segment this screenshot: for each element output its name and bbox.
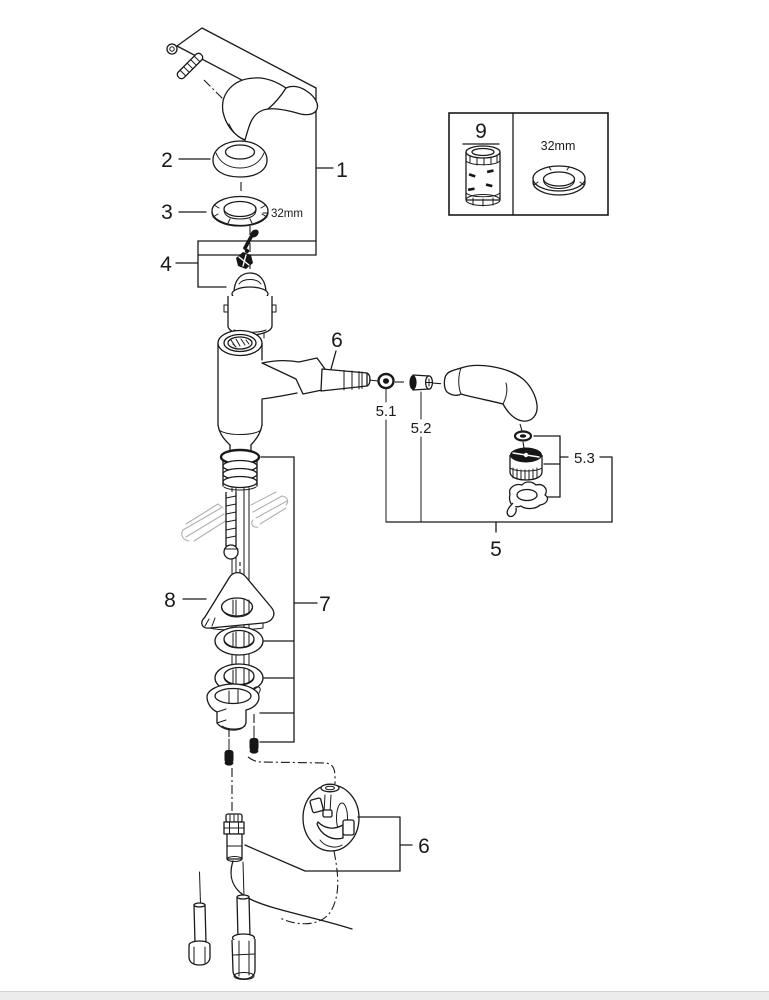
supply-hose-left <box>188 871 211 966</box>
callout-6-spout: 6 <box>330 329 343 370</box>
callout-6-spout-label: 6 <box>331 329 343 352</box>
check-valve-5-2: 5.2 <box>395 374 434 523</box>
aerator-oring <box>513 423 533 442</box>
aerator-retainer <box>506 481 549 518</box>
aerator-insert <box>509 441 543 481</box>
box-ring-size-label: 32mm <box>541 139 576 153</box>
mounting-ring-32mm: 3 32mm <box>161 195 303 227</box>
hose-connector <box>223 813 245 862</box>
lever-handle <box>221 77 319 141</box>
mounting-bracket-triangle: 8 <box>164 571 275 631</box>
callout-6-hose-label: 6 <box>418 835 430 858</box>
spout-arm <box>261 357 371 400</box>
cartridge-joint <box>236 248 253 269</box>
washer-upper <box>214 626 264 656</box>
fixing-screws <box>224 714 259 766</box>
callout-5-3-bracket: 5.3 <box>533 435 613 523</box>
pullout-spray-head <box>431 364 538 422</box>
callout-6-hose-bracket: 6 <box>244 816 430 872</box>
callout-9-label: 9 <box>475 120 487 143</box>
callout-5-label: 5 <box>490 538 502 561</box>
hose-ball-coupling <box>302 783 360 852</box>
threaded-rod <box>223 492 241 576</box>
callout-7-bracket: 7 <box>259 456 331 743</box>
threaded-shank <box>219 448 261 491</box>
callout-5-2-label: 5.2 <box>411 420 432 437</box>
clamp-ring <box>206 683 261 731</box>
callout-8-label: 8 <box>164 589 176 612</box>
callout-2-label: 2 <box>161 149 173 172</box>
cap-ring: 2 <box>161 140 268 194</box>
cartridge <box>223 272 277 339</box>
callout-7-label: 7 <box>319 593 331 616</box>
ring-size-label: 32mm <box>271 208 303 220</box>
faucet-body <box>217 329 263 453</box>
hose-centerlines <box>231 756 339 925</box>
callout-5-1-label: 5.1 <box>376 403 397 420</box>
seal-5-1: 5.1 <box>368 372 397 523</box>
callout-5-3-label: 5.3 <box>574 450 595 467</box>
footer-bar <box>0 991 769 1000</box>
counter-sketch <box>181 491 289 542</box>
hose-sweep-line <box>230 860 353 930</box>
callout-1-label: 1 <box>336 159 348 182</box>
callout-4-bracket: 4 <box>160 240 227 288</box>
box-ring-32mm: 32mm <box>532 139 586 196</box>
service-tool <box>465 145 501 207</box>
supply-hose-right <box>231 861 256 980</box>
callout-4-label: 4 <box>160 253 172 276</box>
callout-5-bracket: 5 <box>385 521 613 561</box>
callout-3-label: 3 <box>161 201 173 224</box>
tool-box-9: 9 32mm <box>448 112 609 216</box>
